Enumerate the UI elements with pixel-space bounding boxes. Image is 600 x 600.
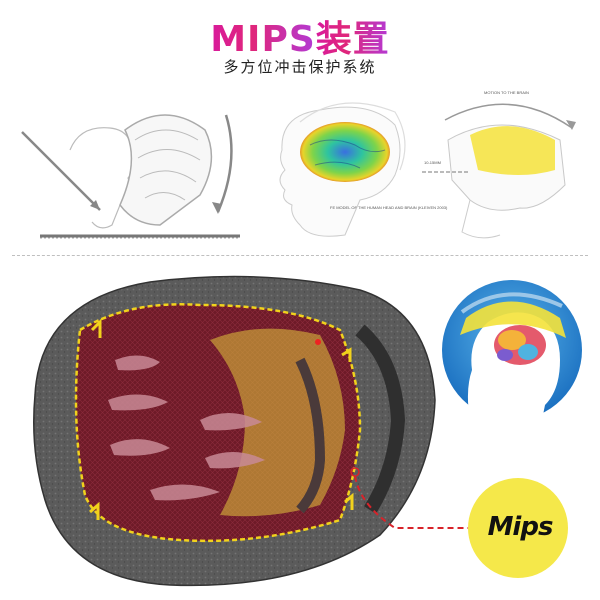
- fe-model-diagram: [279, 102, 406, 237]
- helmet-interior: [33, 275, 470, 587]
- title-brand: MIPS: [210, 19, 316, 60]
- page-title: MIPS装置: [0, 10, 600, 62]
- motion-label: MOTION TO THE BRAIN: [484, 90, 529, 95]
- motion-liner: [470, 126, 555, 175]
- mips-logo-text: Mips: [487, 512, 554, 542]
- section-divider: [12, 255, 588, 256]
- gap-label: 10-15MM: [424, 160, 441, 165]
- head-diagram-circle: [442, 280, 582, 420]
- motion-diagram: [422, 103, 576, 239]
- rotation-arrow-right-icon: [216, 114, 233, 213]
- impact-arrow-left-icon: [21, 131, 101, 211]
- callout-line: [354, 475, 470, 529]
- brain-heatmap: [300, 122, 390, 182]
- rotation-arrow-icons: [89, 318, 354, 520]
- impact-sketch: [21, 114, 240, 239]
- title-suffix: 装置: [315, 19, 390, 60]
- page-subtitle: 多方位冲击保护系统: [223, 58, 377, 76]
- mips-badge: [468, 478, 568, 578]
- fe-model-label: FE MODEL OF THE HUMAN HEAD AND BRAIN (KL…: [330, 205, 448, 210]
